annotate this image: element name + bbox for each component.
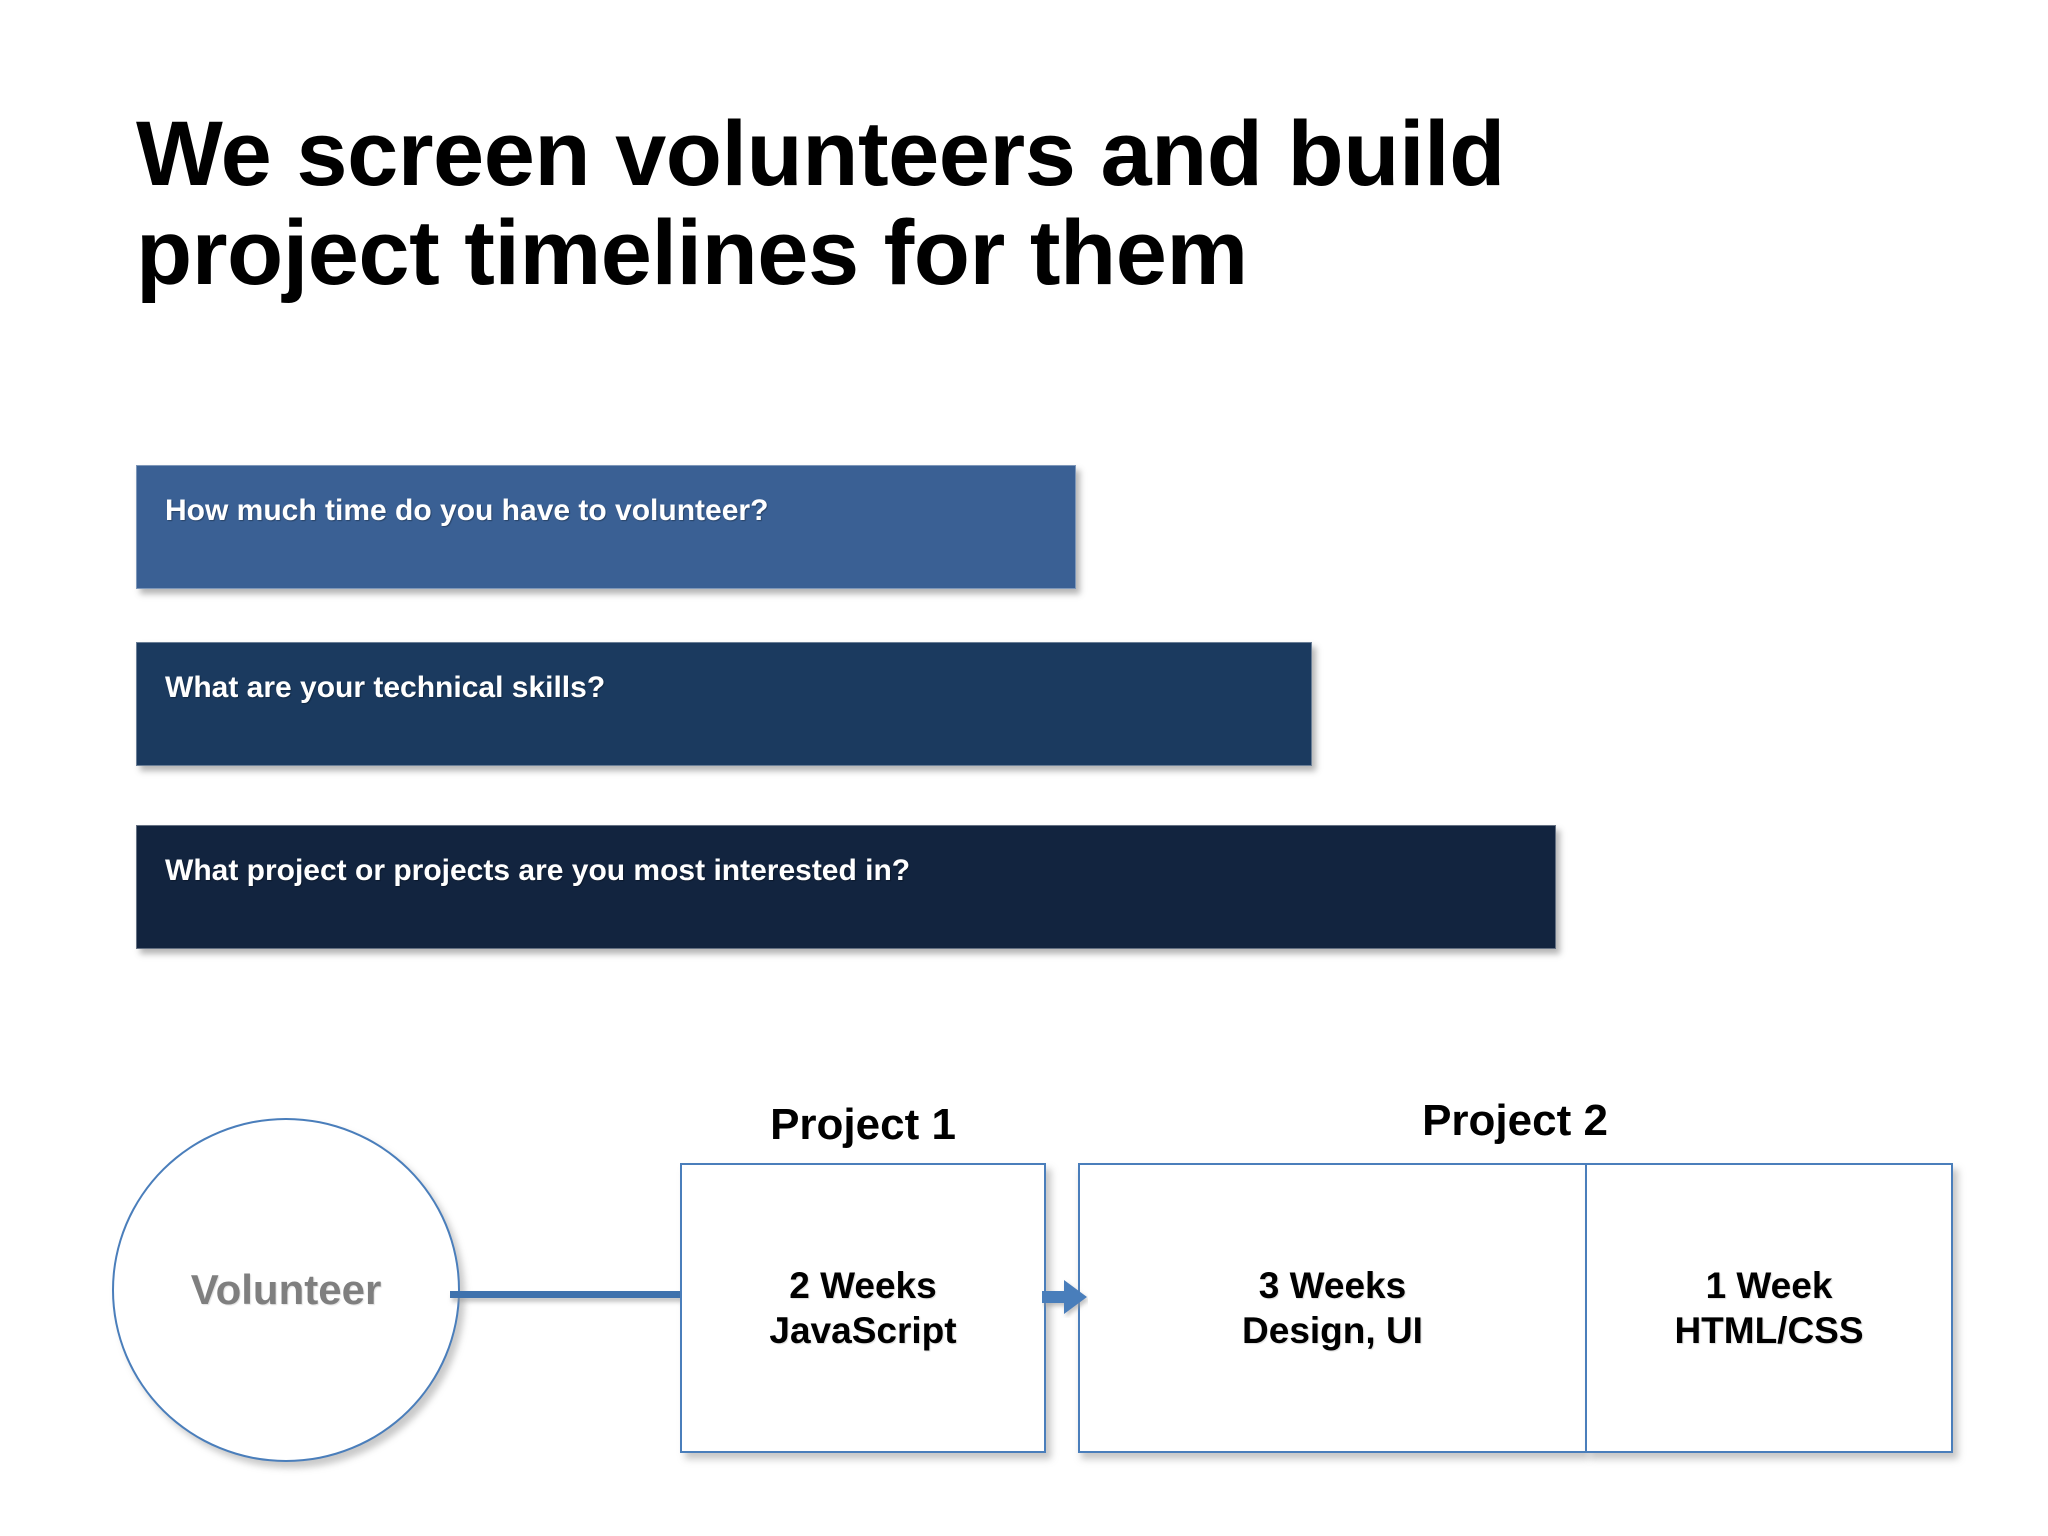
project-2-segment-b-duration: 1 Week bbox=[1705, 1264, 1833, 1306]
project-2-segment-a-duration: 3 Weeks bbox=[1258, 1264, 1407, 1306]
screening-question-label: What project or projects are you most in… bbox=[165, 854, 911, 887]
project-2-segment-html-css[interactable]: 1 Week HTML/CSS bbox=[1585, 1163, 1953, 1453]
project-1-segment-duration: 2 Weeks bbox=[789, 1264, 937, 1306]
project-2-segment-b-text: 1 Week HTML/CSS bbox=[1674, 1263, 1863, 1353]
project-1-segment-skill: JavaScript bbox=[769, 1310, 957, 1351]
project-2-segment-b-skill: HTML/CSS bbox=[1674, 1310, 1864, 1351]
page-title-line-2: project timelines for them bbox=[136, 202, 1248, 305]
screening-question-label: What are your technical skills? bbox=[165, 671, 606, 704]
project-2-title: Project 2 bbox=[1422, 1096, 1608, 1145]
volunteer-node[interactable]: Volunteer bbox=[112, 1118, 460, 1462]
project-2-segment-a-text: 3 Weeks Design, UI bbox=[1242, 1263, 1423, 1353]
screening-question-bar-technical-skills[interactable]: What are your technical skills? bbox=[136, 642, 1312, 766]
screening-question-bar-time-available[interactable]: How much time do you have to volunteer? bbox=[136, 465, 1076, 589]
project-1-segment-text: 2 Weeks JavaScript bbox=[769, 1263, 956, 1353]
connector-line-volunteer-to-project1 bbox=[450, 1291, 684, 1298]
project-1-segment-javascript[interactable]: 2 Weeks JavaScript bbox=[680, 1163, 1046, 1453]
project-2-segment-a-skill: Design, UI bbox=[1242, 1310, 1423, 1351]
screening-question-bar-project-interest[interactable]: What project or projects are you most in… bbox=[136, 825, 1556, 949]
project-1-title: Project 1 bbox=[770, 1100, 956, 1149]
screening-question-label: How much time do you have to volunteer? bbox=[165, 494, 769, 527]
project-2-segment-design-ui[interactable]: 3 Weeks Design, UI bbox=[1078, 1163, 1586, 1453]
page-title: We screen volunteers and build project t… bbox=[136, 103, 1836, 305]
page-title-line-1: We screen volunteers and build bbox=[136, 103, 1505, 205]
volunteer-node-label: Volunteer bbox=[190, 1266, 382, 1313]
flow-arrow-icon bbox=[1042, 1276, 1088, 1318]
